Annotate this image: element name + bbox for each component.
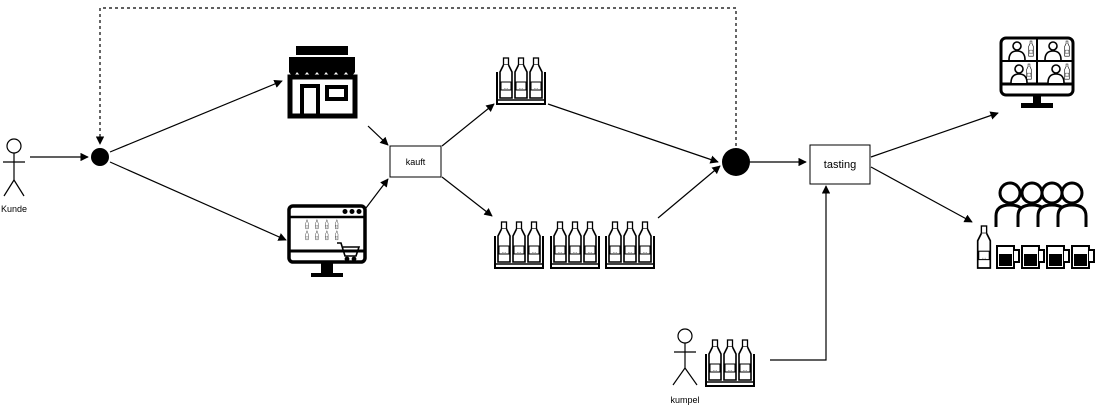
bottle-crates-icon — [495, 222, 654, 268]
actor-buddy — [672, 328, 698, 386]
edge-buy-to-small-crate — [441, 103, 495, 147]
edge-buy-to-large-crates — [441, 176, 493, 217]
connectors — [30, 7, 999, 361]
edge-store-to-buy — [367, 125, 389, 146]
edge-small-crate-to-merge — [547, 103, 719, 164]
group-beer-tasting-icon — [976, 181, 1095, 269]
edge-start-to-online-shop — [109, 161, 287, 241]
bottle-crate-icon — [497, 58, 545, 104]
edge-tasting-to-online — [870, 111, 999, 158]
start-junction — [91, 148, 109, 166]
buddy-label: kumpel — [670, 395, 699, 405]
merge-junction — [722, 148, 750, 176]
edge-start-to-store — [109, 80, 283, 153]
buddy-crate-icon — [706, 340, 754, 386]
edge-large-crates-to-merge — [657, 165, 721, 219]
tasting-step: tasting — [809, 144, 871, 185]
video-call-icon — [999, 36, 1075, 108]
edge-repeat-loop — [95, 7, 737, 146]
edge-online-shop-to-buy — [365, 178, 389, 209]
customer-label: Kunde — [1, 204, 27, 214]
edge-buddy-to-tasting — [770, 185, 831, 361]
tasting-step-label: tasting — [824, 159, 856, 171]
edge-tasting-to-group — [870, 166, 973, 223]
online-shop-icon — [287, 204, 367, 277]
buy-step: kauft — [389, 145, 442, 178]
actor-customer — [3, 138, 25, 197]
store-icon — [287, 46, 358, 119]
buy-step-label: kauft — [406, 157, 426, 167]
